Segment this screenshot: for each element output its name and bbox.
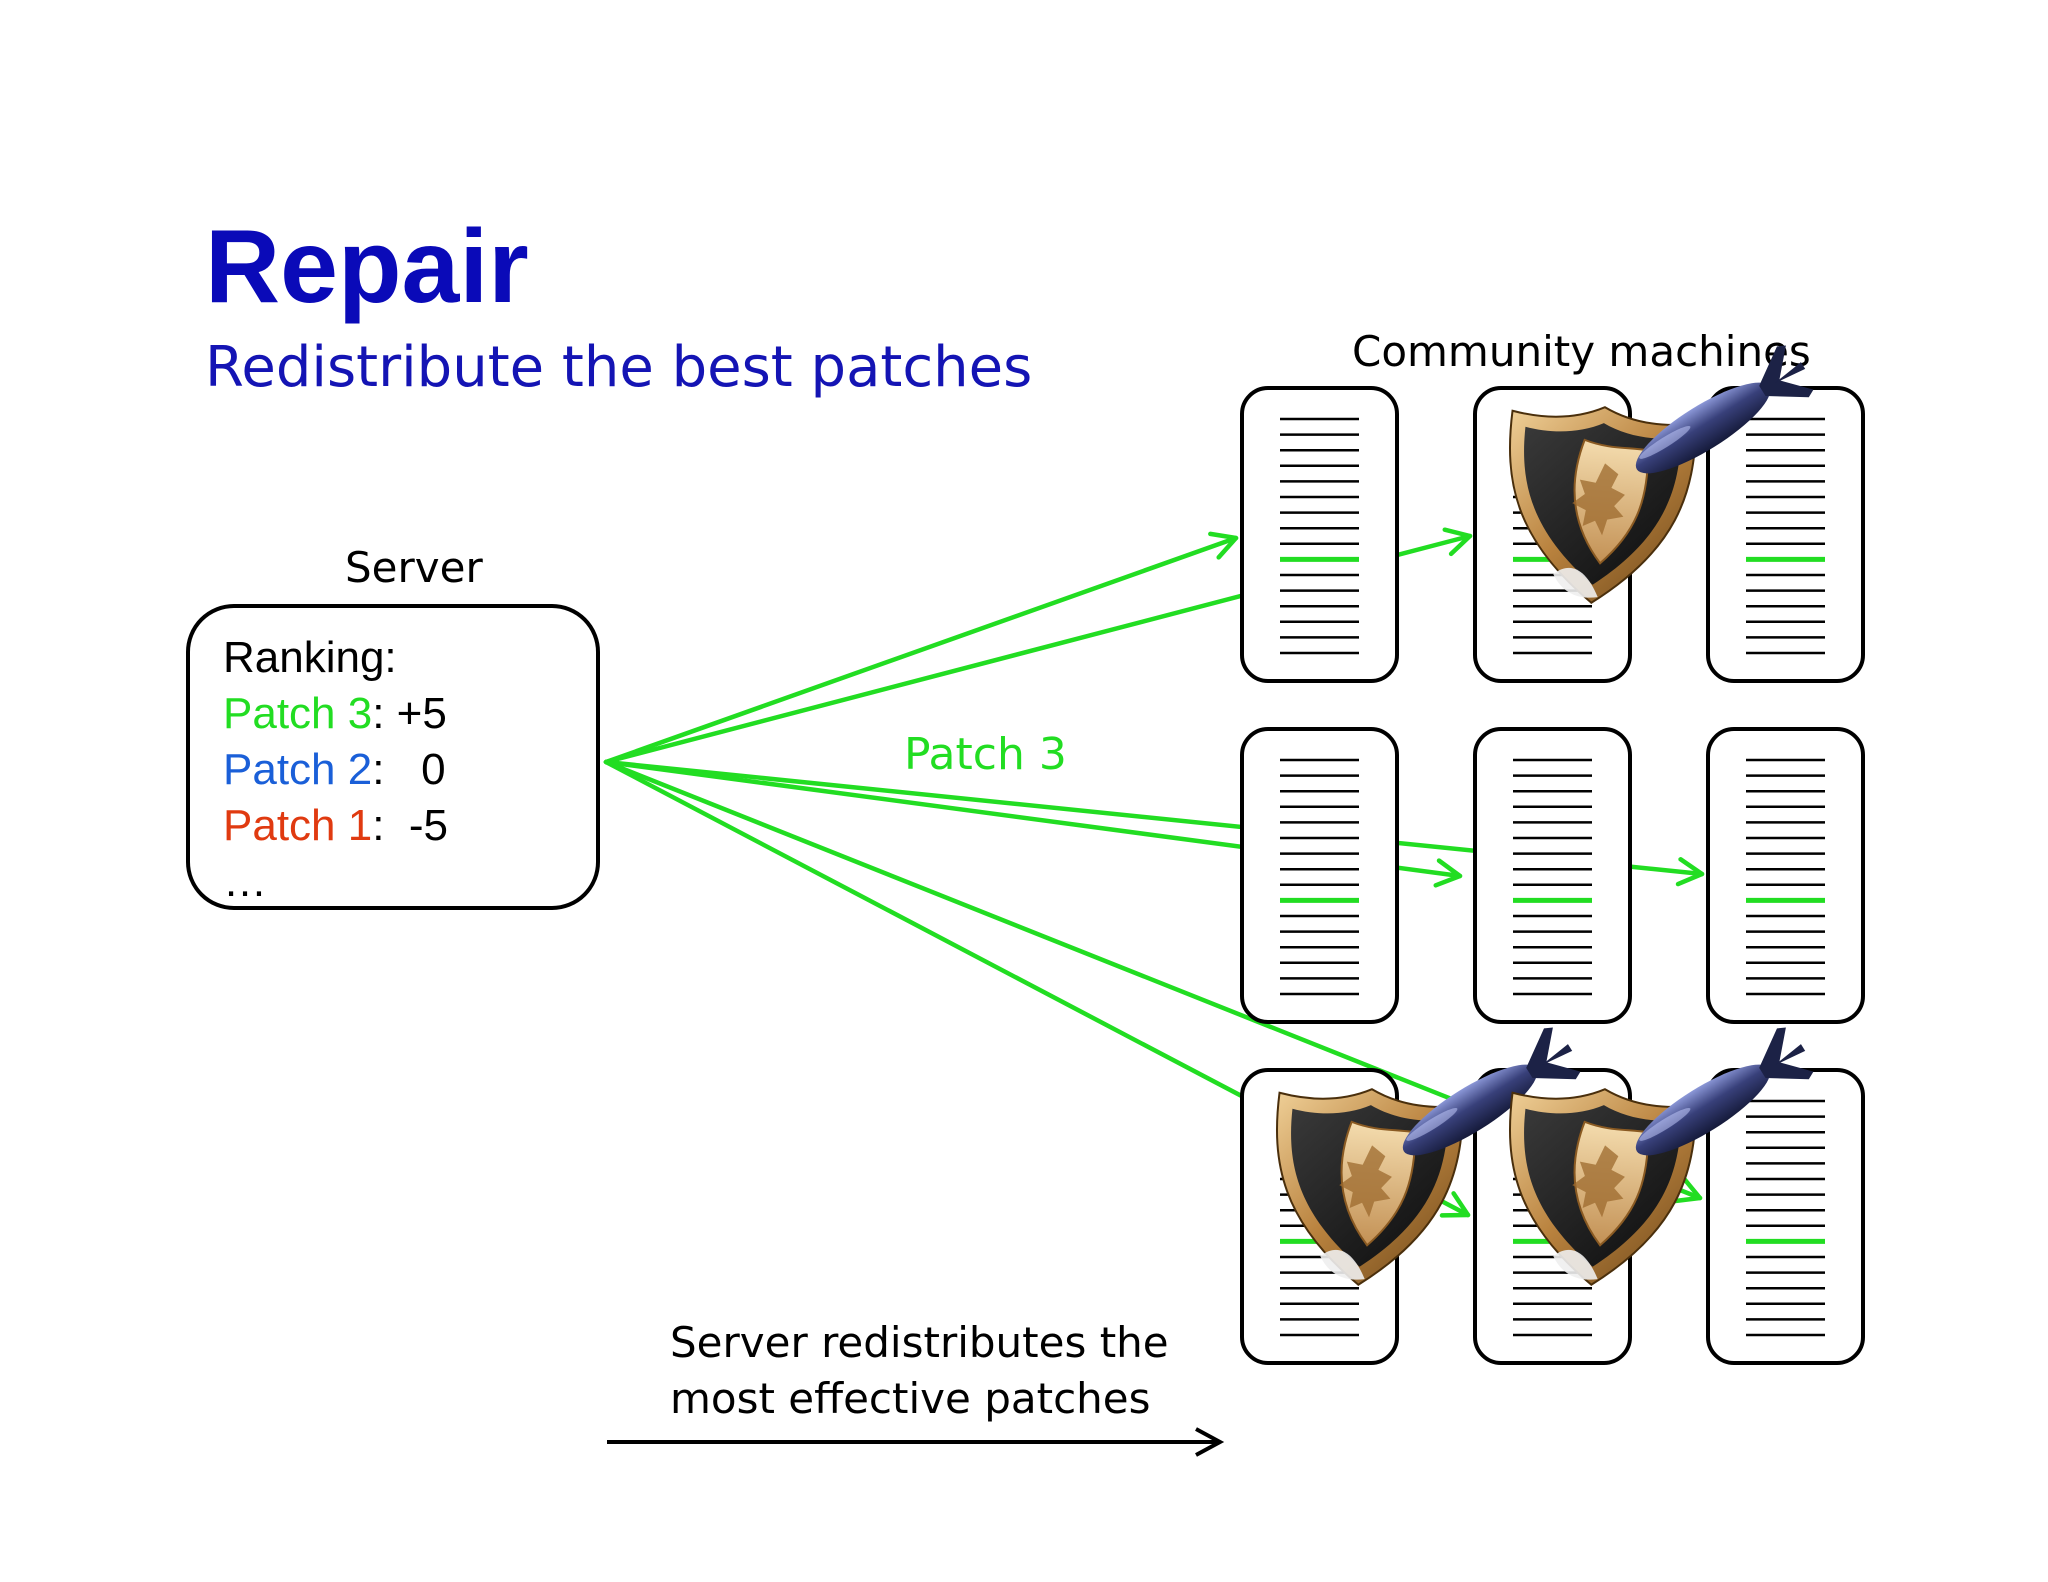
slide-title: Repair bbox=[205, 209, 529, 325]
machine-m3 bbox=[1706, 386, 1865, 683]
ranking-row-patch-2: Patch 2: 0 bbox=[223, 742, 596, 798]
ranking-row-patch-3: Patch 3: +5 bbox=[223, 686, 596, 742]
arrow-head bbox=[1442, 527, 1473, 557]
arrow-head bbox=[1671, 1175, 1703, 1204]
caption-line-1: Server redistributes the bbox=[670, 1318, 1169, 1367]
ranking-separator: : bbox=[372, 801, 409, 850]
caption: Server redistributes the most effective … bbox=[670, 1315, 1169, 1427]
server-box: Ranking: Patch 3: +5 Patch 2: 0 Patch 1:… bbox=[186, 604, 600, 910]
machine-m6 bbox=[1706, 727, 1865, 1024]
ranking-separator: : bbox=[372, 745, 422, 794]
ranking-row-patch-1: Patch 1: -5 bbox=[223, 798, 596, 854]
ranking-score: -5 bbox=[408, 801, 449, 850]
ranking-patch-name: Patch 2 bbox=[223, 745, 373, 794]
server-label: Server bbox=[345, 543, 483, 592]
machine-case bbox=[1706, 727, 1865, 1024]
ranking-score: +5 bbox=[396, 689, 447, 738]
ranking-patch-name: Patch 1 bbox=[223, 801, 373, 850]
patch-arrow-m1 bbox=[603, 531, 1239, 765]
machine-m4 bbox=[1240, 727, 1399, 1024]
caption-arrow-head bbox=[1195, 1427, 1225, 1457]
machine-case bbox=[1240, 386, 1399, 683]
machine-m5 bbox=[1473, 727, 1632, 1024]
ranking-score: 0 bbox=[421, 745, 446, 794]
ranking-patch-name: Patch 3 bbox=[223, 689, 373, 738]
machine-m1 bbox=[1240, 386, 1399, 683]
machine-case bbox=[1473, 727, 1632, 1024]
arrow-head bbox=[1433, 858, 1463, 888]
ranking-heading: Ranking: bbox=[223, 633, 397, 682]
community-machines-label: Community machines bbox=[1352, 327, 1811, 376]
machine-case bbox=[1240, 727, 1399, 1024]
ranking-ellipsis: … bbox=[223, 857, 267, 906]
patch-flow-label: Patch 3 bbox=[904, 729, 1067, 780]
slide-subtitle: Redistribute the best patches bbox=[205, 335, 1033, 400]
ranking-separator: : bbox=[372, 689, 397, 738]
arrow-head bbox=[1208, 531, 1239, 560]
arrow-shaft bbox=[603, 535, 1239, 765]
arrow-head bbox=[1675, 857, 1705, 887]
caption-line-2: most effective patches bbox=[670, 1374, 1151, 1423]
arrow-head bbox=[1439, 1191, 1471, 1218]
